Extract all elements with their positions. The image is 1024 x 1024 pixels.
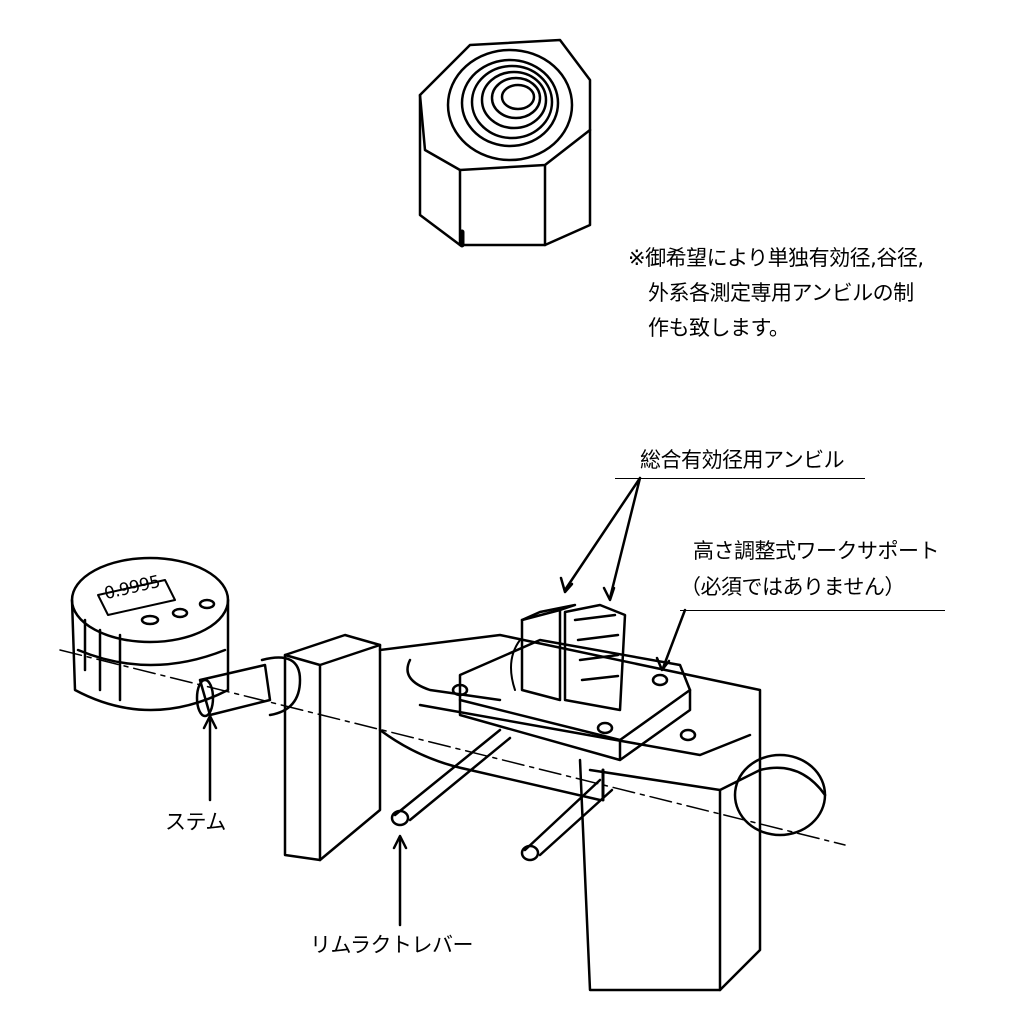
anvils [510, 603, 627, 712]
work-support-note: （必須ではありません） [680, 575, 905, 599]
center-axis-line [59, 649, 846, 846]
note-line-3: 作も致します。 [648, 316, 790, 340]
note-line-1: ※御希望により単独有効径,谷径, [628, 246, 924, 270]
retract-lever-label: リムラクトレバー [310, 933, 473, 957]
work-support-label: 高さ調整式ワークサポート [693, 539, 940, 563]
retract-lever [390, 728, 614, 927]
anvil-plate [451, 638, 697, 762]
work-support-hole [651, 673, 669, 687]
leader-arrows [559, 476, 687, 672]
hex-nut-illustration [418, 38, 592, 248]
note-line-2: 外系各測定専用アンビルの制 [648, 281, 914, 305]
anvil-label: 総合有効径用アンビル [640, 448, 845, 472]
anvil-label-underline [615, 478, 865, 479]
stem-label: ステム [165, 810, 226, 834]
main-body [378, 633, 827, 992]
work-support-underline [680, 610, 945, 611]
front-plate [283, 633, 382, 862]
dial-indicator [70, 556, 230, 712]
